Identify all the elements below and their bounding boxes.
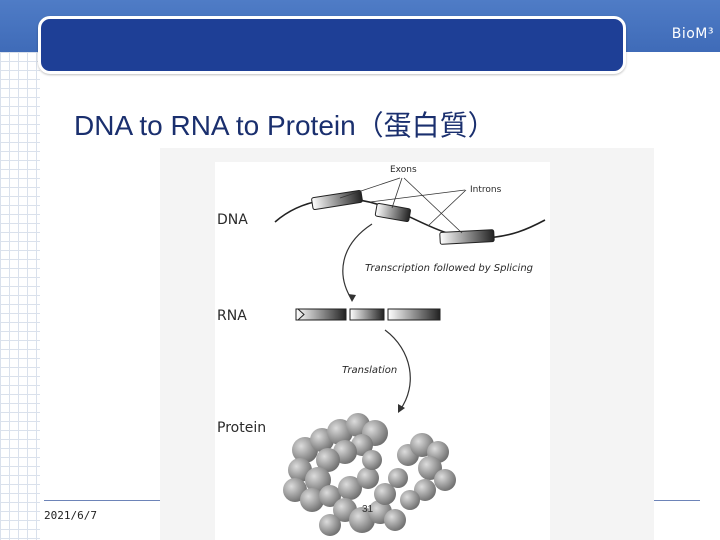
transcription-arrow [342, 223, 373, 301]
label-dna: DNA [217, 212, 248, 228]
label-introns: Introns [470, 185, 502, 195]
exon-pointer-1 [339, 177, 401, 199]
translation-arrow [384, 329, 411, 411]
footer-rule-right [654, 500, 700, 501]
exon-pointer-3 [403, 177, 463, 234]
brand-logo-text: BioM³ [671, 26, 714, 42]
decorative-grid [0, 52, 40, 540]
exon-block-1 [311, 189, 363, 211]
footer-rule-left [44, 500, 160, 501]
label-translation: Translation [342, 365, 398, 376]
label-transcription: Transcription followed by Splicing [365, 263, 534, 274]
label-rna: RNA [217, 308, 247, 324]
exon-block-3 [439, 229, 495, 245]
rna-segment-2 [349, 308, 385, 321]
figure-canvas [215, 162, 550, 540]
footer-date: 2021/6/7 [44, 509, 97, 522]
label-protein: Protein [217, 420, 267, 436]
exon-block-2 [374, 202, 411, 223]
rna-segment-1 [295, 308, 347, 321]
title-banner [38, 16, 626, 74]
page-number: 31 [362, 504, 374, 515]
intron-pointer-2 [427, 189, 467, 227]
protein-structure [283, 413, 456, 536]
exon-pointer-2 [391, 177, 403, 209]
intron-pointer-1 [369, 189, 466, 203]
slide-title: DNA to RNA to Protein（蛋白質） [74, 110, 496, 141]
label-exons: Exons [390, 165, 417, 175]
rna-segment-3 [387, 308, 441, 321]
